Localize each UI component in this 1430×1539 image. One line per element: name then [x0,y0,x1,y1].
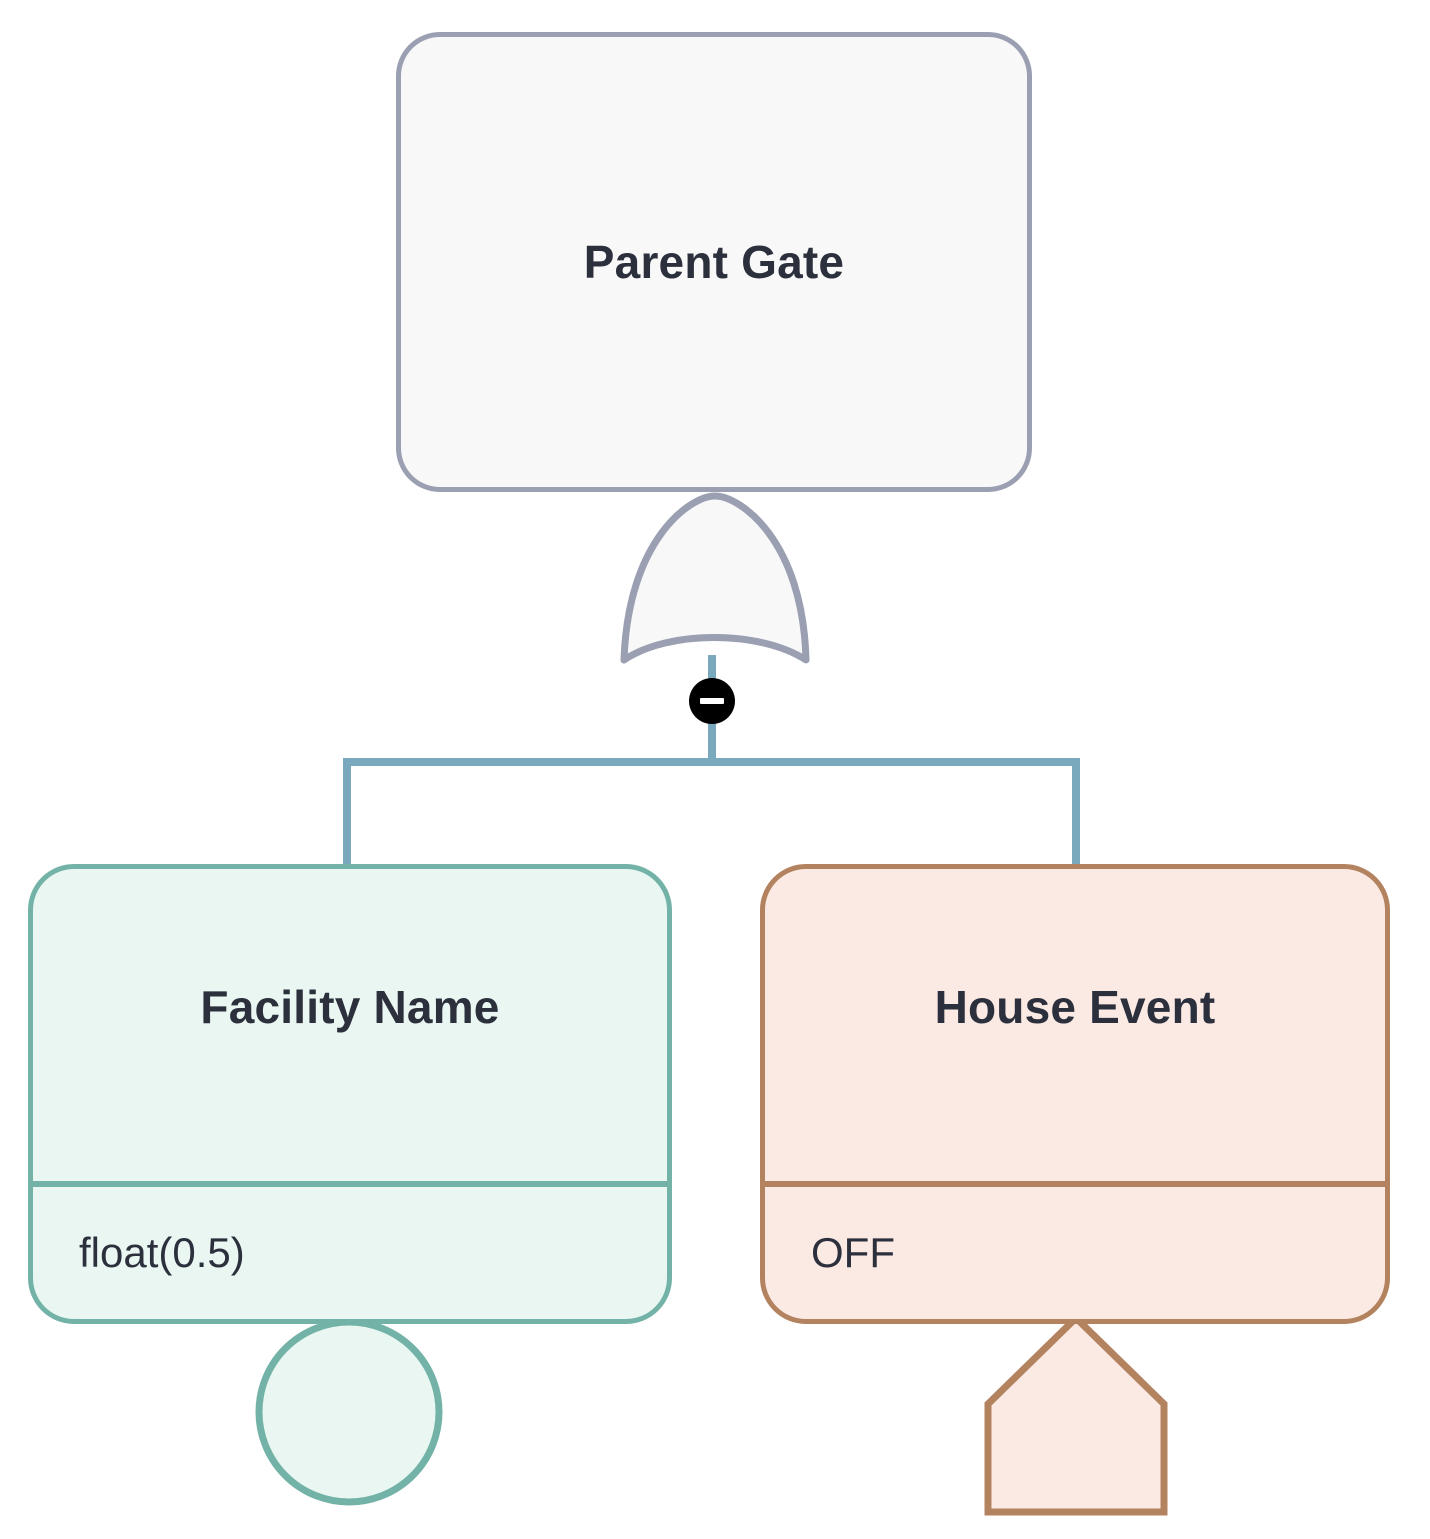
basic-event-circle-icon[interactable] [255,1318,443,1506]
minus-icon [700,698,724,704]
node-house-event[interactable]: House Event OFF [760,864,1390,1324]
and-gate-icon[interactable] [620,492,810,664]
node-facility-name[interactable]: Facility Name float(0.5) [28,864,672,1324]
node-house-event-label: House Event [934,981,1216,1033]
node-facility-name-value: float(0.5) [33,1181,667,1319]
collapse-toggle-button[interactable] [689,678,735,724]
node-house-event-value: OFF [765,1181,1385,1319]
node-facility-name-label: Facility Name [200,981,500,1033]
node-parent-gate-label: Parent Gate [583,236,845,288]
node-parent-gate[interactable]: Parent Gate [396,32,1032,492]
house-event-pentagon-icon[interactable] [984,1313,1168,1516]
